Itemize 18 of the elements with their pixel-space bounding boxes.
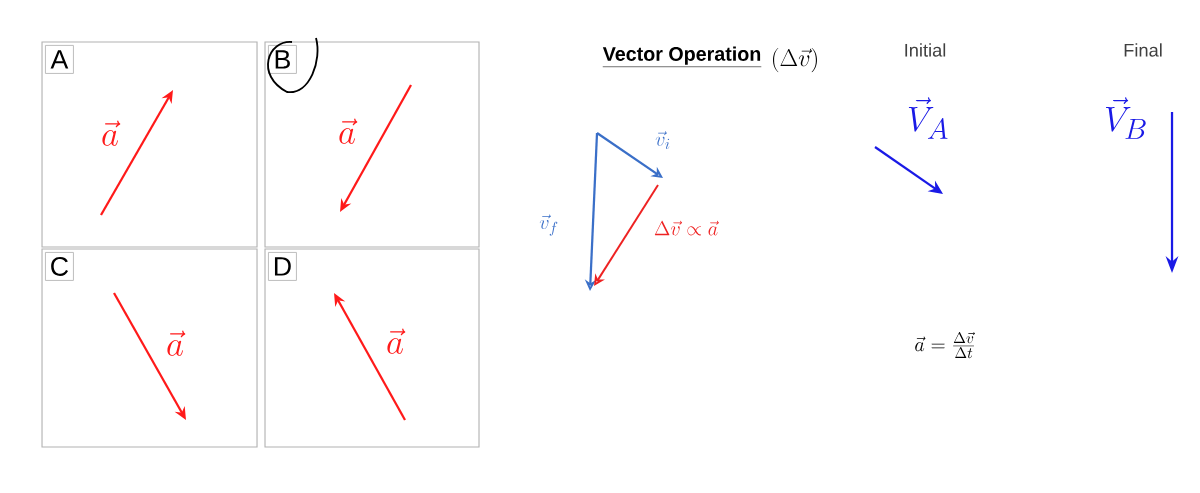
formula: $(\Delta\vec{v})$ [773, 47, 817, 73]
vector-label: $\vec{V}_B$ [1106, 97, 1146, 139]
vector-symbol: $\vec{a}$ [387, 328, 406, 354]
vector-symbol: $\vec{a}$ [102, 120, 121, 146]
letter-tag: A [45, 45, 74, 74]
vector-symbol: $\vec{a}$ [167, 330, 186, 356]
formula: $\vec{a} = \frac{\Delta\vec{v}}{\Delta t}$ [915, 332, 975, 359]
vector-label: $\vec{v}_f$ [539, 214, 558, 236]
heading: Vector Operation [602, 46, 762, 67]
vector-label: $\vec{V}_A$ [908, 97, 948, 139]
vector-symbol: $\vec{a}$ [339, 118, 358, 144]
column-heading: Final [1124, 43, 1162, 57]
formula: $\Delta\vec{v} \propto \vec{a}$ [654, 220, 719, 236]
column-heading: Initial [905, 43, 946, 57]
letter-tag: D [268, 252, 297, 281]
vector-label: $\vec{v}_i$ [655, 131, 670, 149]
letter-tag: C [45, 252, 74, 281]
letter-tag: B [268, 45, 297, 74]
